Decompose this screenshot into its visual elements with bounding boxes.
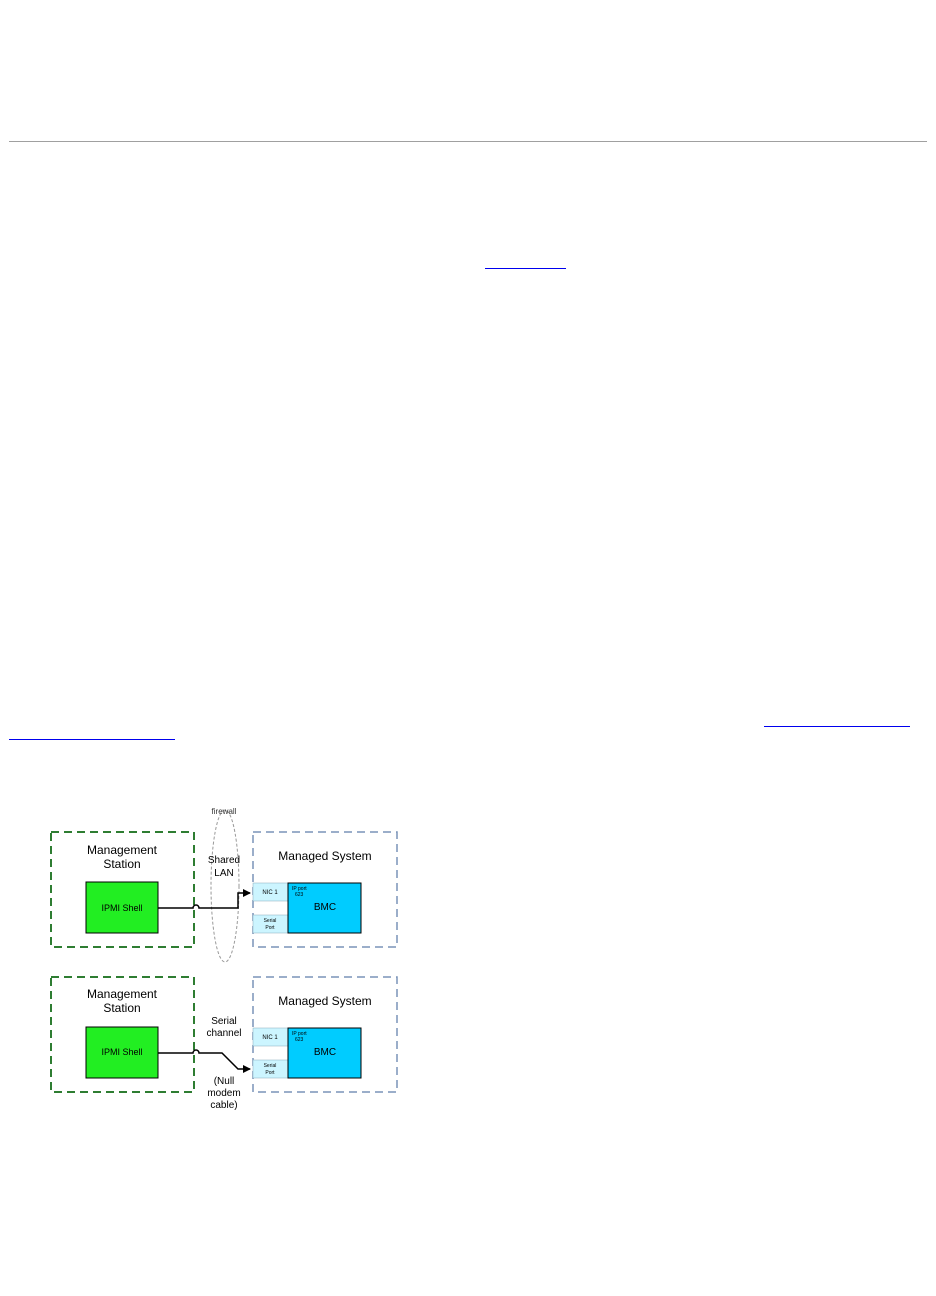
lan-connection-diagram: Management Station IPMI Shell firewall S… (50, 807, 398, 963)
firewall-ellipse (210, 809, 240, 963)
ip-port-label-line-1: IP port (292, 1031, 307, 1037)
management-station-box (50, 976, 195, 1093)
serial-port-label-line-1: Serial (264, 918, 277, 924)
bmc-box (287, 882, 362, 934)
horizontal-rule (9, 141, 927, 142)
bmc-box (287, 1027, 362, 1079)
shared-lan-label-line-2: LAN (214, 868, 233, 879)
null-modem-label-line-3: cable) (210, 1100, 237, 1111)
station-title-line-1: Management (87, 843, 158, 857)
shared-lan-label-line-1: Shared (208, 855, 240, 866)
ipmi-connection-diagram: Management Station IPMI Shell firewall S… (50, 807, 398, 1111)
bmc-label: BMC (314, 1047, 336, 1058)
station-title-line-2: Station (103, 857, 140, 871)
managed-system-title: Managed System (278, 849, 371, 863)
bmc-label: BMC (314, 902, 336, 913)
hyperlink-underline[interactable] (9, 739, 175, 740)
lan-connection-line (158, 889, 251, 909)
ip-port-label-line-2: 623 (295, 892, 304, 898)
serial-channel-label-line-2: channel (206, 1028, 241, 1039)
null-modem-label-line-1: (Null (214, 1076, 235, 1087)
ip-port-label-line-2: 623 (295, 1037, 304, 1043)
nic-label: NIC 1 (262, 1035, 278, 1041)
station-title-line-1: Management (87, 987, 158, 1001)
ip-port-label-line-1: IP port (292, 886, 307, 892)
serial-port-label-line-2: Port (265, 1070, 275, 1076)
hyperlink-underline[interactable] (485, 268, 566, 269)
serial-port-label-line-2: Port (265, 925, 275, 931)
ipmi-shell-label: IPMI Shell (101, 1047, 142, 1057)
null-modem-label-line-2: modem (207, 1088, 240, 1099)
management-station-box (50, 831, 195, 948)
serial-channel-label-line-1: Serial (211, 1016, 237, 1027)
ipmi-shell-label: IPMI Shell (101, 903, 142, 913)
serial-port-label-line-1: Serial (264, 1063, 277, 1069)
serial-connection-line (158, 1049, 251, 1073)
firewall-label: firewall (212, 807, 237, 816)
station-title-line-2: Station (103, 1001, 140, 1015)
ipmi-shell-box (85, 1026, 159, 1079)
hyperlink-underline[interactable] (764, 726, 910, 727)
managed-system-title: Managed System (278, 994, 371, 1008)
serial-connection-diagram: Management Station IPMI Shell Serial cha… (50, 976, 398, 1111)
nic-label: NIC 1 (262, 890, 278, 896)
ipmi-shell-box (85, 881, 159, 934)
